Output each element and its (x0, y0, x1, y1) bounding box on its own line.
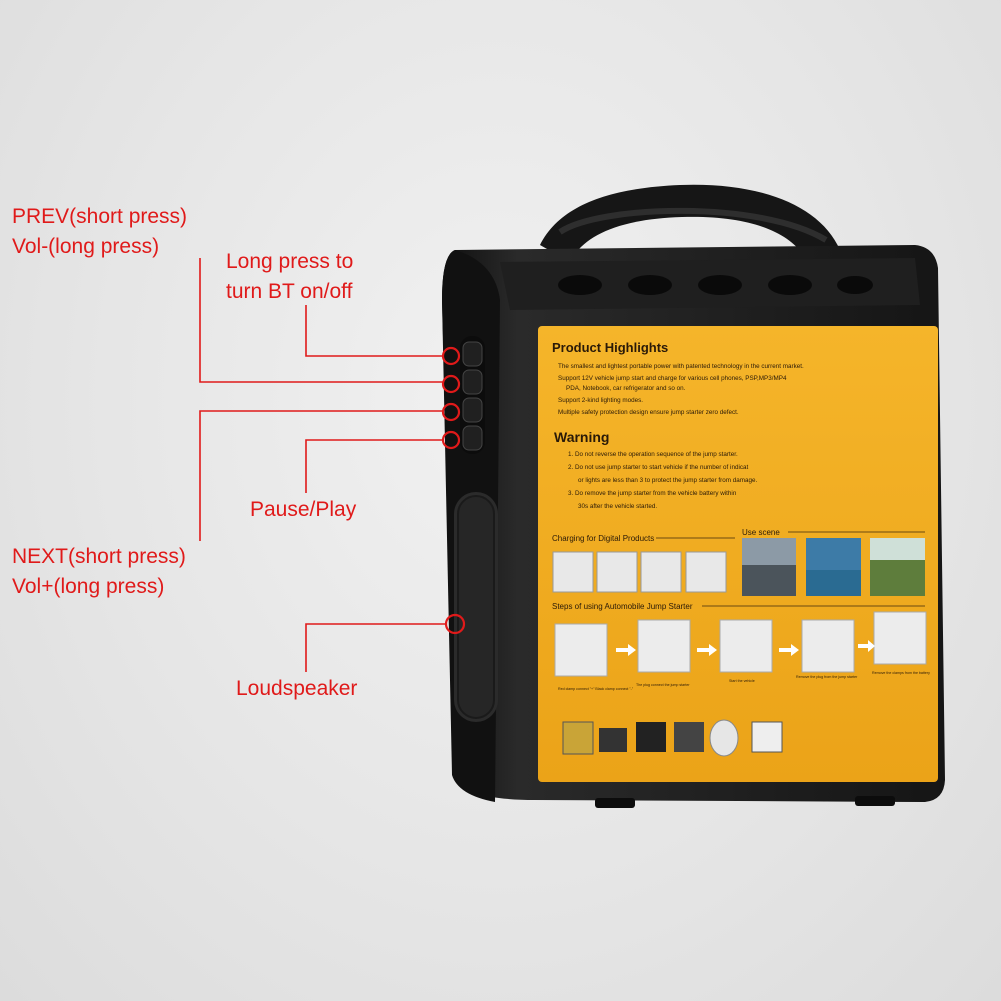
handle-grip (558, 207, 828, 243)
bt-callout-line2: turn BT on/off (226, 280, 353, 303)
step-caption-0: Red clamp connect "+" Black clamp connec… (558, 687, 634, 691)
bullet-0: The smallest and lightest portable power… (558, 363, 804, 370)
prev-callout-line1: PREV(short press) (12, 205, 188, 228)
step-caption-1: The plug connect the jump starter (636, 683, 690, 687)
loudspeaker-callout: Loudspeaker (236, 674, 357, 704)
handle (540, 184, 840, 262)
bt-callout: Long press to turn BT on/off (226, 247, 353, 307)
charging-products (552, 551, 727, 593)
warning-4: 30s after the vehicle started. (578, 503, 657, 510)
next-callout-line1: NEXT(short press) (12, 545, 186, 568)
next-callout: NEXT(short press) Vol+(long press) (12, 542, 186, 602)
bullet-3: Support 2-kind lighting modes. (558, 397, 643, 404)
warning-3: 3. Do remove the jump starter from the v… (568, 490, 737, 497)
prev-callout: PREV(short press) Vol-(long press) (12, 202, 187, 262)
device-icons (562, 719, 783, 757)
use-scene-title: Use scene (742, 528, 780, 537)
bullet-4: Multiple safety protection design ensure… (558, 409, 739, 416)
warning-0: 1. Do not reverse the operation sequence… (568, 451, 738, 458)
warning-1: 2. Do not use jump starter to start vehi… (568, 464, 748, 471)
prev-callout-line2: Vol-(long press) (12, 235, 160, 258)
step-caption-4: Remove the clamps from the battery (872, 671, 930, 675)
step-caption-2: Start the vehicle (729, 679, 755, 683)
loudspeaker-label: Loudspeaker (236, 677, 358, 700)
charging-title: Charging for Digital Products (552, 534, 654, 543)
foot-right (855, 796, 895, 806)
warning-2: or lights are less than 3 to protect the… (578, 477, 757, 484)
bullet-2: PDA, Notebook, car refrigerator and so o… (566, 385, 686, 392)
step-images (554, 611, 927, 677)
pause-play-label: Pause/Play (250, 498, 357, 521)
bullet-1: Support 12V vehicle jump start and charg… (558, 375, 787, 382)
bt-callout-line1: Long press to (226, 250, 354, 273)
highlights-title: Product Highlights (552, 340, 668, 355)
warning-title: Warning (554, 429, 609, 445)
next-callout-line2: Vol+(long press) (12, 575, 165, 598)
steps-title: Steps of using Automobile Jump Starter (552, 602, 693, 611)
callout-lines (199, 258, 446, 672)
foot-left (595, 798, 635, 808)
pause-play-callout: Pause/Play (250, 495, 356, 525)
step-caption-3: Remove the plug from the jump starter (796, 675, 858, 679)
